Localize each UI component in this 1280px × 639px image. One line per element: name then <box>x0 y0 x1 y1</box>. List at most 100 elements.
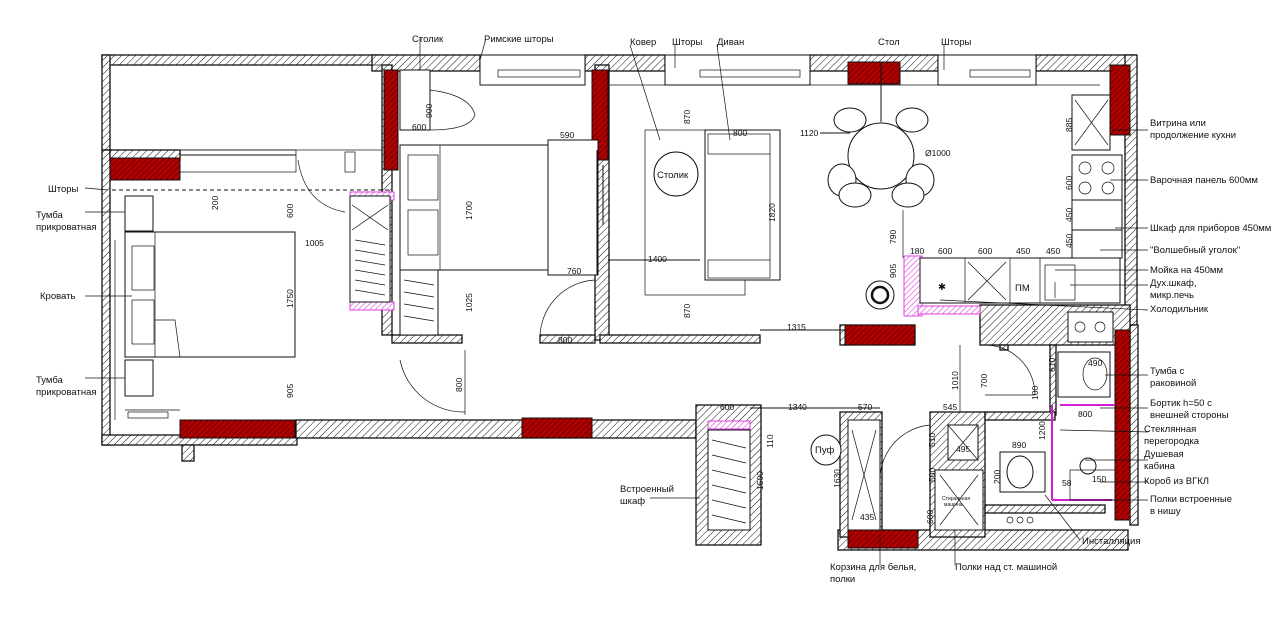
dim-label: 1400 <box>648 254 667 264</box>
dim-label: 450 <box>1046 246 1060 256</box>
dim-label: 450 <box>1064 234 1074 248</box>
dim-label: 870 <box>682 304 692 318</box>
dim-label: 600 <box>720 402 734 412</box>
label-polki-2: в нишу <box>1150 506 1181 517</box>
dim-label: 600 <box>938 246 952 256</box>
dim-label: 570 <box>858 402 872 412</box>
dim-label: 600 <box>978 246 992 256</box>
dim-label: 150 <box>1092 474 1106 484</box>
label-kover: Ковер <box>630 37 656 48</box>
dimension-labels: 900 600 590 870 800 1120 Ø1000 885 600 4… <box>210 104 1106 524</box>
label-dush-2: кабина <box>1144 461 1176 472</box>
dim-label: 905 <box>888 264 898 278</box>
bedroom <box>114 195 391 420</box>
dim-label: 435 <box>860 512 874 522</box>
dim-label: 1315 <box>787 322 806 332</box>
dim-label: 870 <box>682 110 692 124</box>
dim-label: 800 <box>454 378 464 392</box>
dim-label: 800 <box>1078 409 1092 419</box>
label-tumba-rak-1: Тумба с <box>1150 366 1184 377</box>
label-steklyannaya-2: перегородка <box>1144 436 1200 447</box>
label-bortik-1: Бортик h=50 с <box>1150 398 1212 409</box>
living-room <box>608 62 1100 331</box>
dim-label: 495 <box>956 444 970 454</box>
dim-label: 610 <box>1047 358 1057 372</box>
label-tumba-2b: прикроватная <box>36 387 97 398</box>
label-korzina-2: полки <box>830 574 855 585</box>
kitchen <box>919 94 1123 412</box>
label-tumba-2: Тумба <box>36 375 64 386</box>
dim-label: 510 <box>927 433 937 447</box>
dim-label: Ø1000 <box>925 148 951 158</box>
dim-label: 1340 <box>788 402 807 412</box>
dim-label: 490 <box>1088 358 1102 368</box>
dim-label: 600 <box>412 122 426 132</box>
label-stiralnaya-1: Стиральная <box>942 496 970 502</box>
dim-label: 500 <box>927 468 937 482</box>
dim-label: 900 <box>424 104 434 118</box>
dim-label: 890 <box>1012 440 1026 450</box>
dim-label: 200 <box>210 196 220 210</box>
dim-label: 760 <box>567 266 581 276</box>
label-vitrina-2: продолжение кухни <box>1150 130 1236 141</box>
dim-label: 905 <box>285 384 295 398</box>
dim-label: 110 <box>765 434 775 448</box>
label-korzina-1: Корзина для белья, <box>830 562 916 573</box>
label-tumba-rak-2: раковиной <box>1150 378 1196 389</box>
label-steklyannaya-1: Стеклянная <box>1144 424 1196 435</box>
dim-label: 1750 <box>285 289 295 308</box>
dim-label: 450 <box>1016 246 1030 256</box>
label-vitrina-1: Витрина или <box>1150 118 1206 129</box>
label-polki-1: Полки встроенные <box>1150 494 1232 505</box>
dim-label: 600 <box>285 204 295 218</box>
label-stolik-circle: Столик <box>657 170 689 181</box>
label-volsh-ugolok: "Волшебный уголок" <box>1150 245 1240 256</box>
label-installyaciya: Инсталляция <box>1082 536 1140 547</box>
label-tumba-1b: прикроватная <box>36 222 97 233</box>
dim-label: 545 <box>943 402 957 412</box>
dim-label: 1700 <box>464 201 474 220</box>
label-varochnaya: Варочная панель 600мм <box>1150 175 1258 186</box>
dim-label: 800 <box>558 335 572 345</box>
dim-label: 180 <box>910 246 924 256</box>
label-stol: Стол <box>878 37 900 48</box>
dim-label: 58 <box>1062 478 1072 488</box>
label-divan: Диван <box>717 37 744 48</box>
bathroom <box>707 351 1116 531</box>
label-bortik-2: внешней стороны <box>1150 410 1229 421</box>
dim-label: 1120 <box>800 128 819 138</box>
label-holodilnik: Холодильник <box>1150 304 1209 315</box>
dim-label: 1630 <box>832 469 842 488</box>
dim-label: 600 <box>925 510 935 524</box>
label-korob: Короб из ВГКЛ <box>1144 476 1209 487</box>
dim-label: 1010 <box>950 371 960 390</box>
label-tumba-1: Тумба <box>36 210 64 221</box>
dim-label: 1500 <box>755 471 765 490</box>
dim-label: 1025 <box>464 293 474 312</box>
label-pm: ПМ <box>1015 283 1030 294</box>
dim-label: 790 <box>888 230 898 244</box>
label-dush-1: Душевая <box>1144 449 1184 460</box>
dim-label: 800 <box>733 128 747 138</box>
dim-label: 450 <box>1064 208 1074 222</box>
dim-label: 885 <box>1064 118 1074 132</box>
leader-lines <box>84 38 1149 565</box>
dim-label: 200 <box>992 470 1002 484</box>
label-stolik-top: Столик <box>412 34 444 45</box>
label-dukh-1: Дух.шкаф, <box>1150 278 1197 289</box>
guest-room <box>399 69 604 415</box>
dim-label: 590 <box>560 130 574 140</box>
label-stiralnaya-2: машина <box>944 502 963 508</box>
callout-labels: Столик Римские шторы Ковер Шторы Диван С… <box>36 34 1271 585</box>
label-shtory-2: Шторы <box>941 37 972 48</box>
dim-label: 1200 <box>1037 421 1047 440</box>
structural-columns <box>109 61 1131 549</box>
label-shtory-1: Шторы <box>672 37 703 48</box>
dim-label: 1820 <box>767 203 777 222</box>
label-puf: Пуф <box>815 445 834 456</box>
label-shkaf-priborov: Шкаф для приборов 450мм <box>1150 223 1271 234</box>
label-vstr-shkaf-2: шкаф <box>620 496 645 507</box>
label-moika: Мойка на 450мм <box>1150 265 1223 276</box>
snowflake-icon: ✱ <box>938 282 946 293</box>
